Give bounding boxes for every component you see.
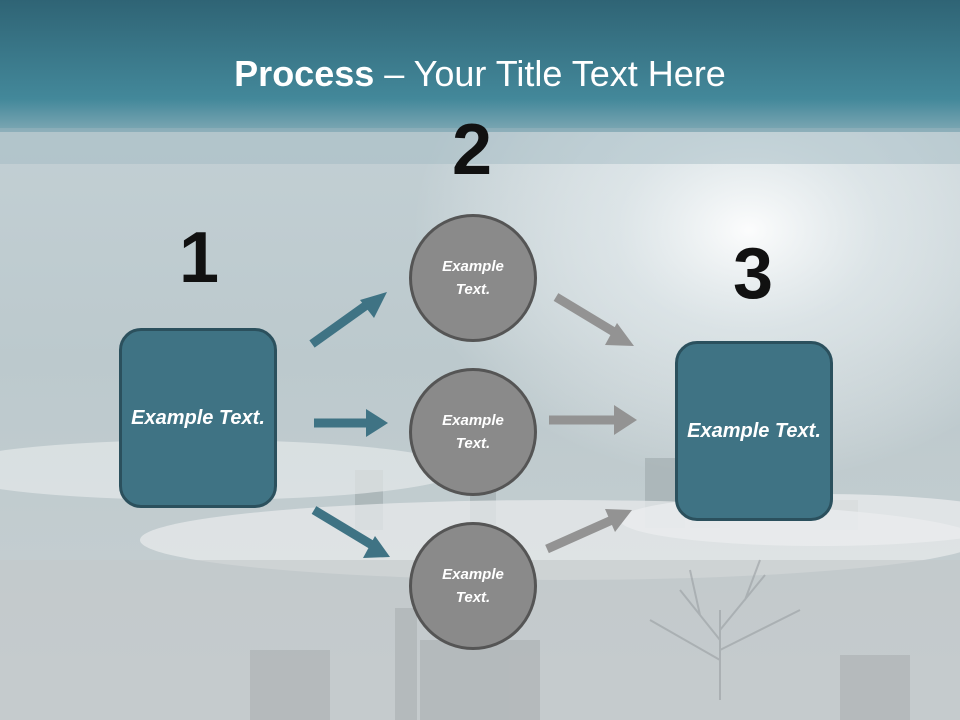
arrow-from-middle-circle — [549, 405, 637, 435]
circle-bottom: Example Text. — [409, 522, 537, 650]
circle-middle-text: Example Text. — [442, 412, 504, 452]
arrow-to-top-circle — [309, 292, 387, 348]
circle-top-text: Example Text. — [442, 258, 504, 298]
step-number-2: 2 — [451, 110, 493, 190]
arrow-to-bottom-circle — [311, 506, 390, 558]
step-number-1: 1 — [178, 218, 220, 298]
circle-middle: Example Text. — [409, 368, 537, 496]
step-number-3: 3 — [732, 234, 774, 314]
title-bold: Process — [234, 53, 375, 94]
start-box: Example Text. — [119, 328, 277, 508]
circle-bottom-text: Example Text. — [442, 566, 504, 606]
slide-title: Process – Your Title Text Here — [0, 50, 960, 98]
start-box-text: Example Text. — [131, 406, 265, 429]
title-rest: – Your Title Text Here — [374, 53, 726, 94]
end-box: Example Text. — [675, 341, 833, 521]
circle-top: Example Text. — [409, 214, 537, 342]
arrow-from-bottom-circle — [545, 509, 632, 554]
arrow-from-top-circle — [553, 293, 634, 346]
end-box-text: Example Text. — [687, 419, 821, 442]
arrow-to-middle-circle — [314, 409, 388, 437]
